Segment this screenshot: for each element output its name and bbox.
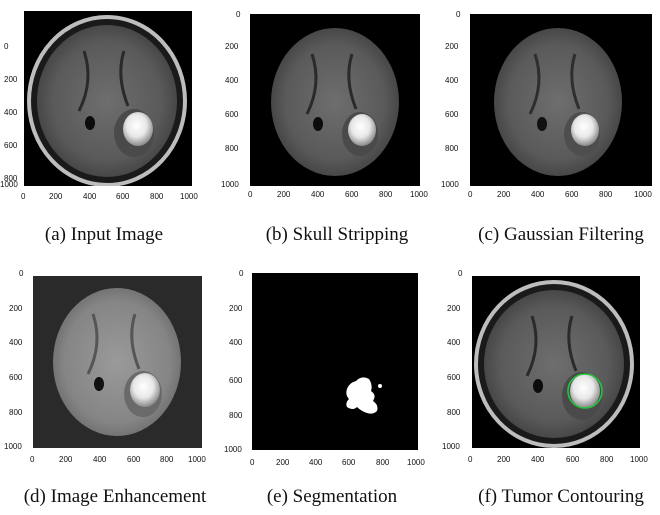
caption: (c) Gaussian Filtering xyxy=(478,224,644,245)
x-tick: 800 xyxy=(599,190,613,199)
y-tick: 200 xyxy=(445,42,459,51)
y-tick: 200 xyxy=(447,304,461,313)
x-tick: 600 xyxy=(565,190,579,199)
caption: (a) Input Image xyxy=(44,224,164,245)
mri-input-image xyxy=(24,11,192,186)
segmentation-mask-image xyxy=(252,273,418,450)
y-tick: 400 xyxy=(445,76,459,85)
x-tick: 0 xyxy=(468,190,473,199)
x-tick: 800 xyxy=(160,455,174,464)
x-tick: 400 xyxy=(531,190,545,199)
caption: (d) Image Enhancement xyxy=(23,486,207,507)
x-tick: 800 xyxy=(376,458,390,467)
x-tick: 400 xyxy=(83,192,97,201)
y-tick: 0 xyxy=(4,42,9,51)
mri-skull-stripped-image xyxy=(250,14,420,186)
x-tick: 0 xyxy=(468,455,473,464)
y-tick: 600 xyxy=(447,373,461,382)
x-tick: 400 xyxy=(531,455,545,464)
y-tick: 0 xyxy=(458,269,463,278)
x-tick: 800 xyxy=(150,192,164,201)
y-tick: 800 xyxy=(229,411,243,420)
y-tick: 600 xyxy=(225,110,239,119)
caption: (f) Tumor Contouring xyxy=(478,486,644,507)
x-tick: 400 xyxy=(309,458,323,467)
y-tick: 200 xyxy=(4,75,18,84)
x-tick: 200 xyxy=(497,455,511,464)
mri-enhanced-image xyxy=(33,276,202,448)
y-tick: 1000 xyxy=(4,442,22,451)
y-tick: 600 xyxy=(4,141,18,150)
x-tick: 600 xyxy=(345,190,359,199)
x-tick: 600 xyxy=(127,455,141,464)
x-tick: 0 xyxy=(21,192,26,201)
y-tick: 800 xyxy=(4,174,18,183)
y-tick: 0 xyxy=(236,10,241,19)
y-tick: 800 xyxy=(445,144,459,153)
x-tick: 600 xyxy=(566,455,580,464)
x-tick: 1000 xyxy=(180,192,198,201)
y-tick: 400 xyxy=(225,76,239,85)
x-tick: 200 xyxy=(59,455,73,464)
x-tick: 1000 xyxy=(410,190,428,199)
y-tick: 1000 xyxy=(224,445,242,454)
x-tick: 400 xyxy=(311,190,325,199)
x-tick: 0 xyxy=(30,455,35,464)
y-tick: 600 xyxy=(445,110,459,119)
y-tick: 200 xyxy=(9,304,23,313)
mri-tumor-contoured-image xyxy=(472,276,640,448)
x-tick: 400 xyxy=(93,455,107,464)
mri-gaussian-filtered-image xyxy=(470,14,652,186)
y-tick: 800 xyxy=(225,144,239,153)
y-tick: 800 xyxy=(447,408,461,417)
y-tick: 800 xyxy=(9,408,23,417)
x-tick: 200 xyxy=(276,458,290,467)
y-tick: 200 xyxy=(225,42,239,51)
y-tick: 0 xyxy=(456,10,461,19)
y-tick: 200 xyxy=(229,304,243,313)
x-tick: 1000 xyxy=(630,455,648,464)
caption: (b) Skull Stripping xyxy=(265,224,409,245)
y-tick: 600 xyxy=(229,376,243,385)
x-tick: 200 xyxy=(277,190,291,199)
x-tick: 200 xyxy=(49,192,63,201)
y-tick: 1000 xyxy=(0,180,18,189)
x-tick: 1000 xyxy=(634,190,652,199)
y-tick: 400 xyxy=(447,338,461,347)
x-tick: 600 xyxy=(116,192,130,201)
x-tick: 1000 xyxy=(407,458,425,467)
tumor-contour-circle xyxy=(567,373,603,409)
x-tick: 1000 xyxy=(188,455,206,464)
y-tick: 600 xyxy=(9,373,23,382)
x-tick: 600 xyxy=(342,458,356,467)
x-tick: 0 xyxy=(248,190,253,199)
x-tick: 0 xyxy=(250,458,255,467)
x-tick: 800 xyxy=(600,455,614,464)
x-tick: 800 xyxy=(379,190,393,199)
caption: (e) Segmentation xyxy=(266,486,398,507)
y-tick: 1000 xyxy=(221,180,239,189)
y-tick: 0 xyxy=(239,269,244,278)
x-tick: 200 xyxy=(497,190,511,199)
y-tick: 400 xyxy=(229,338,243,347)
y-tick: 0 xyxy=(19,269,24,278)
y-tick: 1000 xyxy=(441,180,459,189)
y-tick: 400 xyxy=(4,108,18,117)
y-tick: 400 xyxy=(9,338,23,347)
y-tick: 1000 xyxy=(442,442,460,451)
